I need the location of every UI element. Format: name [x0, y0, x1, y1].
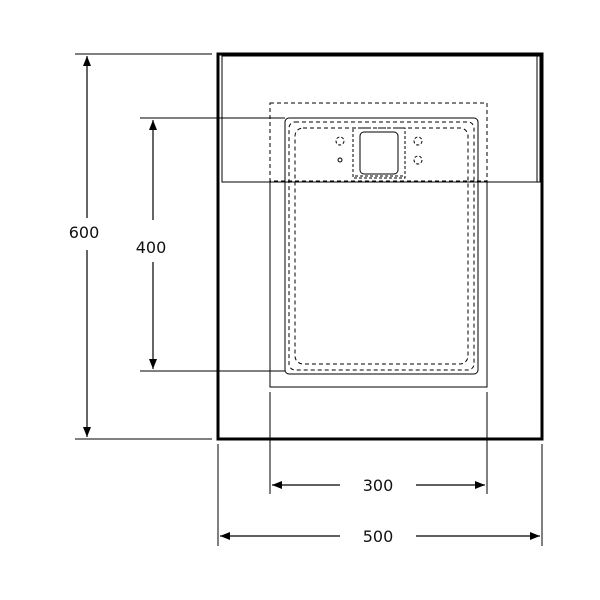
dim-overall-width-label: 500 [363, 527, 394, 546]
left-knob-small-icon [337, 157, 343, 163]
right-knob-lower-icon [413, 155, 423, 165]
basin-outline-3 [294, 127, 469, 365]
faucet-outline-inner [359, 131, 399, 175]
dim-inner-height-label: 400 [136, 238, 167, 257]
basin-outline-outer [269, 102, 488, 182]
dim-overall-height-label: 600 [69, 223, 100, 242]
dim-inner-width-label: 300 [363, 476, 394, 495]
left-knob-icon [335, 136, 345, 146]
faucet-outline-outer [352, 127, 406, 179]
cabinet-outer-frame [216, 52, 544, 441]
basin-outline-1 [284, 117, 479, 375]
cabinet-body [269, 181, 488, 388]
basin-outline-2 [288, 121, 475, 371]
right-knob-icon [413, 136, 423, 146]
